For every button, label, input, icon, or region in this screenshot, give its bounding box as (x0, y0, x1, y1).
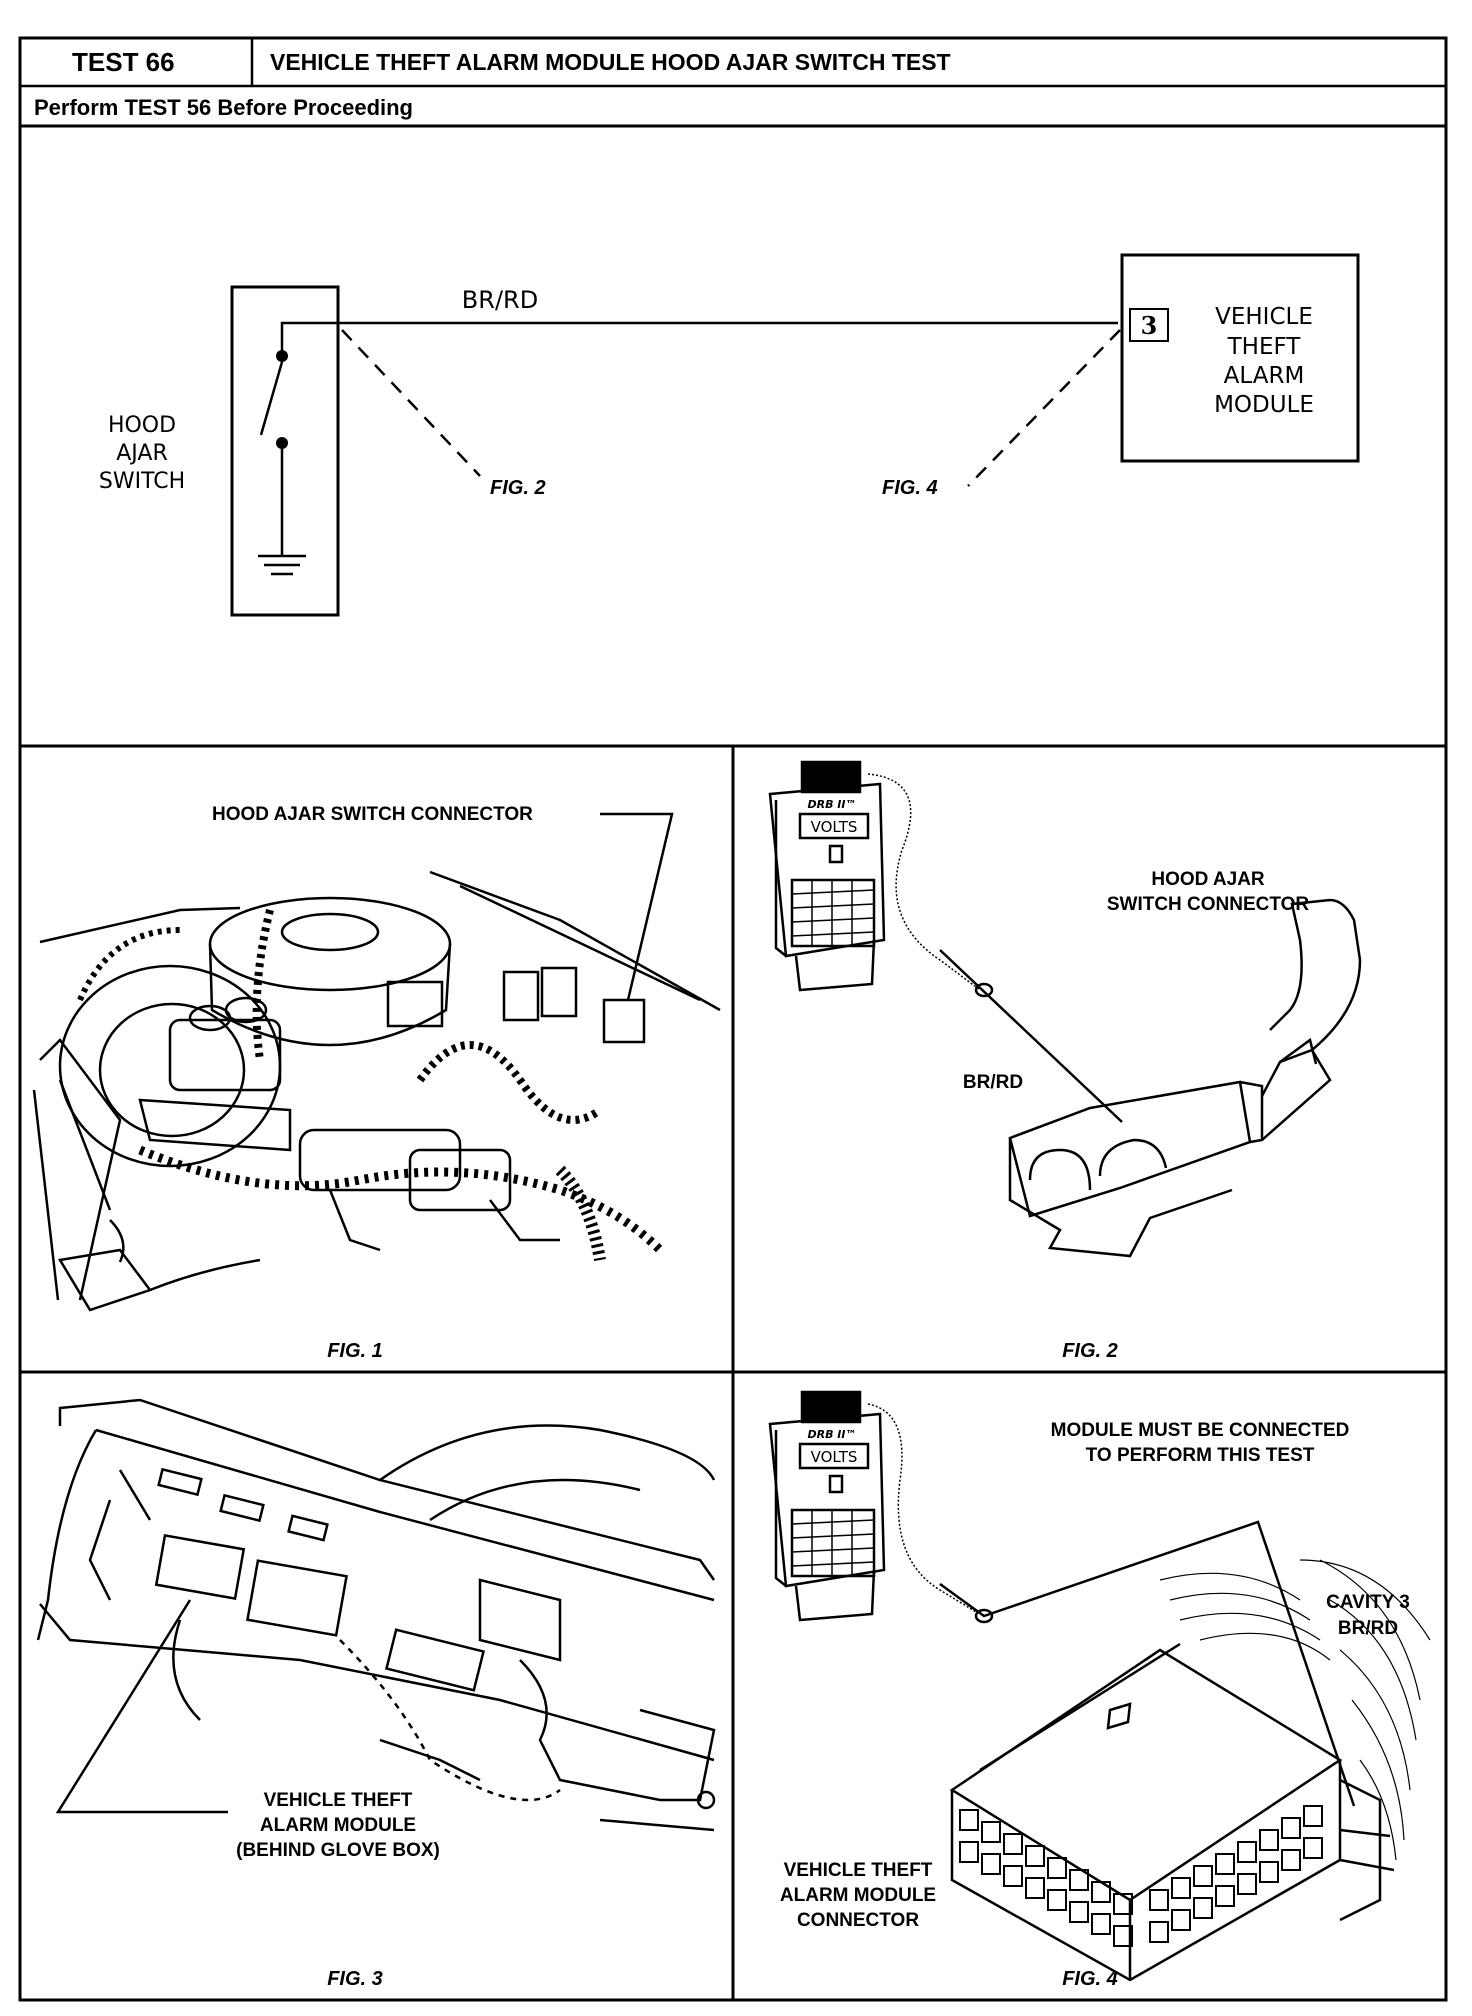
fig1-label: HOOD AJAR SWITCH CONNECTOR (212, 804, 533, 825)
fig4-cavity-line-2: BR/RD (1338, 1618, 1398, 1639)
fig4-note-line-1: MODULE MUST BE CONNECTED (1051, 1420, 1350, 1441)
fig3-label-line-3: (BEHIND GLOVE BOX) (236, 1840, 440, 1861)
module-pin-number: 3 (1141, 311, 1158, 340)
prerequisite-note: Perform TEST 56 Before Proceeding (34, 95, 413, 120)
fig2-label-line-2: SWITCH CONNECTOR (1107, 894, 1310, 915)
dashboard-illustration (36, 1398, 716, 1832)
fig1-caption: FIG. 1 (327, 1340, 383, 1362)
figure-1-engine-compartment: HOOD AJAR SWITCH CONNECTOR (32, 804, 721, 1362)
page-frame (18, 36, 1448, 2002)
meter-display-2: VOLTS (811, 1448, 858, 1466)
callout-fig4: FIG. 4 (882, 477, 938, 499)
switch-label-line-2: AJAR (116, 441, 168, 466)
callout-line-fig2 (341, 329, 481, 477)
fig3-label-line-1: VEHICLE THEFT (264, 1790, 413, 1811)
fig4-caption: FIG. 4 (1062, 1968, 1118, 1990)
probe-needle (939, 949, 1123, 1123)
hood-ajar-switch-box (230, 285, 340, 617)
wire-label: BR/RD (462, 286, 538, 314)
theft-alarm-module-box (1120, 253, 1360, 463)
meter-brand-2: DRB II™ (807, 1428, 856, 1441)
fig2-caption: FIG. 2 (1062, 1340, 1118, 1362)
module-pin-box (1129, 308, 1169, 342)
fig4-connector-line-1: VEHICLE THEFT (784, 1860, 933, 1881)
fig3-leader-line (55, 1599, 228, 1814)
figure-2-hood-ajar-connector: DRB II™ VOLTS HOOD AJAR SWITCH CONNECTOR… (768, 760, 1362, 1362)
switch-label-line-1: HOOD (108, 413, 176, 438)
fig1-leader-line (600, 812, 674, 1001)
switch-blade (259, 361, 284, 436)
br-rd-wire (280, 321, 1118, 352)
switch-label-line-3: SWITCH (99, 469, 185, 494)
fig2-wire-label: BR/RD (963, 1072, 1023, 1093)
probe-lead (867, 773, 981, 991)
drb-meter-icon (768, 760, 886, 992)
drb-meter-icon-2 (768, 1390, 886, 1622)
fig4-probe-lead (939, 1520, 1356, 1807)
connector-cavities (959, 1805, 1323, 1947)
module-label-line-1: VEHICLE (1215, 304, 1313, 330)
switch-contact-bottom (276, 437, 288, 449)
fig4-cavity-line-1: CAVITY 3 (1326, 1592, 1410, 1613)
switch-contact-top (276, 350, 288, 362)
wire-bundle-hatching (1159, 1559, 1431, 1861)
test-title: VEHICLE THEFT ALARM MODULE HOOD AJAR SWI… (270, 49, 951, 75)
module-label-line-3: ALARM (1224, 363, 1305, 389)
callout-line-fig4 (967, 329, 1121, 487)
fig3-label-line-2: ALARM MODULE (260, 1815, 416, 1836)
module-label-line-4: MODULE (1214, 392, 1314, 418)
ground-icon (258, 554, 306, 576)
fig4-connector-line-2: ALARM MODULE (780, 1885, 936, 1906)
schematic: HOOD AJAR SWITCH BR/RD FIG. 2 FIG. 4 3 V… (99, 253, 1360, 617)
meter-display: VOLTS (811, 818, 858, 836)
figure-4-module-connector: DRB II™ VOLTS (768, 1390, 1431, 1990)
hood-ajar-connector-icon (1008, 898, 1362, 1258)
fig2-label-line-1: HOOD AJAR (1151, 869, 1265, 890)
engine-illustration (32, 870, 721, 1312)
figure-3-instrument-panel: VEHICLE THEFT ALARM MODULE (BEHIND GLOVE… (36, 1398, 716, 1990)
test-number: TEST 66 (72, 47, 175, 77)
module-label-line-2: THEFT (1227, 334, 1302, 360)
fig4-connector-line-3: CONNECTOR (797, 1910, 919, 1931)
fig3-caption: FIG. 3 (327, 1968, 383, 1990)
fig4-note-line-2: TO PERFORM THIS TEST (1086, 1445, 1315, 1466)
callout-fig2: FIG. 2 (490, 477, 546, 499)
module-connector-icon (949, 1642, 1395, 1982)
meter-brand: DRB II™ (807, 798, 856, 811)
